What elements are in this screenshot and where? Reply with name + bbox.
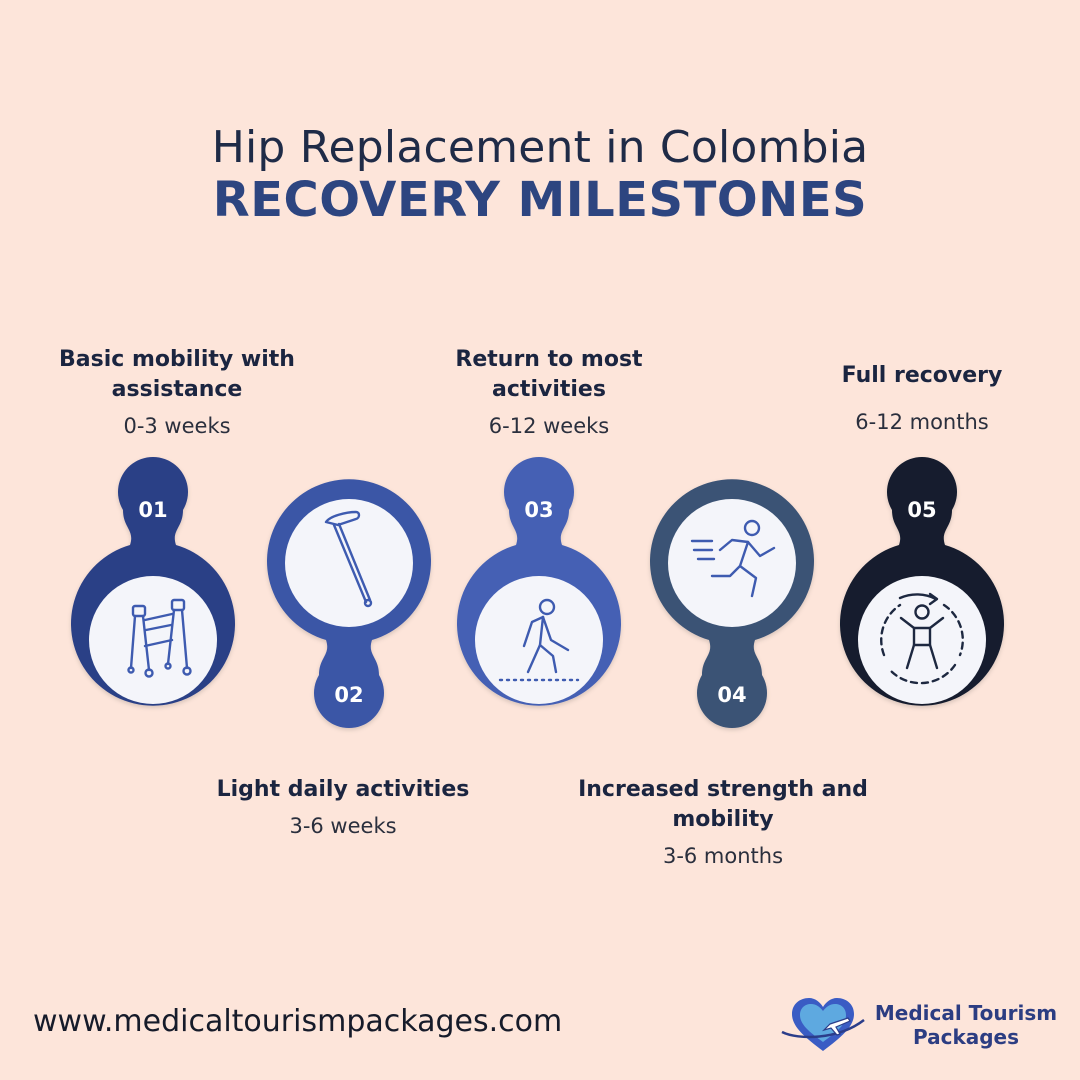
milestone-2-heading: Light daily activities bbox=[216, 777, 470, 802]
milestone-4-node: 04 bbox=[649, 479, 814, 729]
milestone-1-duration: 0-3 weeks bbox=[123, 414, 231, 438]
website-url[interactable]: www.medicaltourismpackages.com bbox=[33, 1004, 563, 1039]
milestone-1-heading: Basic mobility with assistance bbox=[59, 347, 295, 402]
running-person-icon bbox=[690, 519, 776, 598]
logo-heart-plane-icon bbox=[781, 998, 865, 1051]
milestone-1-node: 01 bbox=[70, 456, 235, 706]
milestone-5-node: 05 bbox=[839, 456, 1004, 706]
page-subtitle: RECOVERY MILESTONES bbox=[212, 172, 868, 228]
milestone-4-heading: Increased strength and mobility bbox=[578, 777, 868, 832]
milestone-2-number: 02 bbox=[334, 683, 363, 707]
logo-line-2: Packages bbox=[912, 1025, 1020, 1049]
milestone-3-duration: 6-12 weeks bbox=[488, 414, 610, 438]
milestone-4-number: 04 bbox=[717, 683, 746, 707]
milestone-3-number: 03 bbox=[524, 498, 553, 522]
milestone-1-number: 01 bbox=[138, 498, 167, 522]
recovery-person-icon bbox=[880, 592, 964, 685]
logo-text: Medical Tourism Packages bbox=[866, 1001, 1066, 1049]
logo-line-1: Medical Tourism bbox=[874, 1001, 1058, 1025]
milestone-2-node: 02 bbox=[267, 479, 432, 729]
walker-icon bbox=[127, 598, 192, 678]
milestone-5-heading: Full recovery bbox=[841, 363, 1003, 388]
milestone-3-heading: Return to most activities bbox=[455, 347, 643, 402]
page-title: Hip Replacement in Colombia bbox=[211, 122, 869, 173]
milestone-2-label: Light daily activities 3-6 weeks bbox=[193, 775, 493, 841]
milestone-2-duration: 3-6 weeks bbox=[289, 814, 397, 838]
milestone-1-label: Basic mobility with assistance 0-3 weeks bbox=[27, 345, 327, 441]
walking-person-icon bbox=[498, 598, 580, 682]
cane-icon bbox=[324, 510, 373, 608]
milestone-5-duration: 6-12 months bbox=[855, 410, 989, 434]
milestone-3-node: 03 bbox=[457, 456, 621, 706]
milestone-5-number: 05 bbox=[907, 498, 936, 522]
milestone-5-label: Full recovery 6-12 months bbox=[772, 361, 1072, 437]
milestone-4-label: Increased strength and mobility 3-6 mont… bbox=[573, 775, 873, 871]
milestone-4-duration: 3-6 months bbox=[662, 844, 784, 868]
milestone-3-label: Return to most activities 6-12 weeks bbox=[399, 345, 699, 441]
